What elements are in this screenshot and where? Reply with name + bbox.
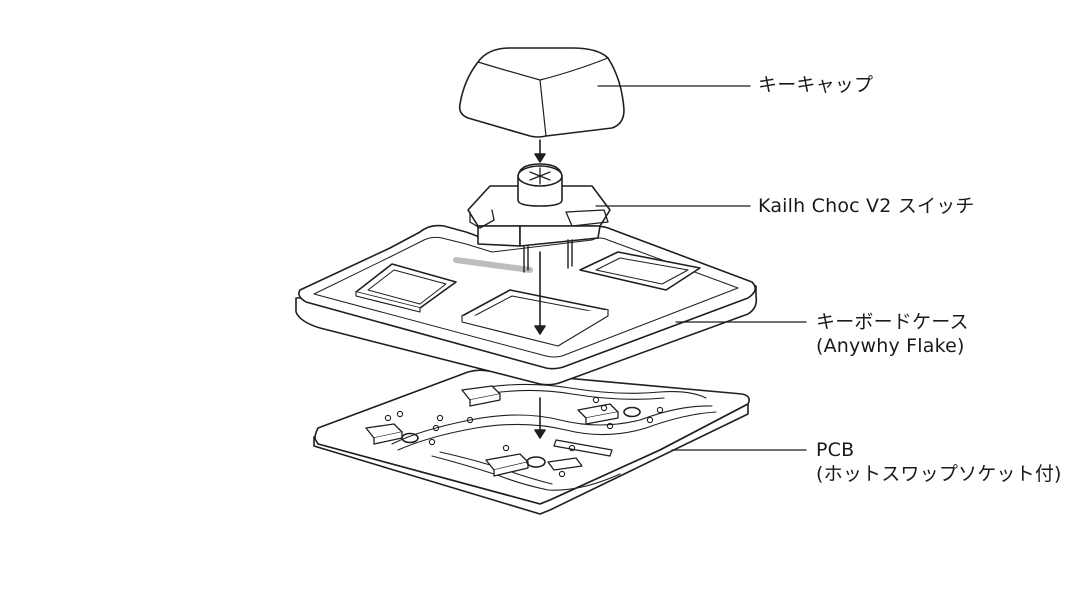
arrowhead bbox=[534, 153, 546, 163]
label-case-line1: キーボードケース bbox=[816, 311, 969, 333]
switch-pin bbox=[567, 239, 573, 269]
pcb-small-holes bbox=[384, 396, 664, 478]
pcb-slot bbox=[553, 439, 613, 457]
kailh-choc-v2-switch bbox=[467, 163, 611, 273]
keyboard-case bbox=[295, 224, 758, 386]
label-switch-text: Kailh Choc V2 スイッチ bbox=[758, 195, 975, 217]
assembly-arrows bbox=[534, 139, 546, 439]
label-switch: Kailh Choc V2 スイッチ bbox=[758, 194, 975, 218]
label-pcb-line1: PCB bbox=[816, 439, 855, 461]
hotswap-socket bbox=[365, 423, 403, 445]
keycap-ridge bbox=[539, 79, 547, 137]
switch-pin bbox=[523, 245, 529, 273]
hotswap-socket bbox=[461, 385, 501, 407]
label-keycap-text: キーキャップ bbox=[758, 74, 874, 96]
switch-stem-cross bbox=[529, 167, 551, 185]
pcb-trace bbox=[469, 383, 707, 399]
case-cutout bbox=[579, 251, 701, 291]
switch-clip bbox=[469, 209, 495, 229]
switch-clip bbox=[565, 209, 609, 227]
switch-housing-front bbox=[477, 225, 521, 247]
label-pcb-line2: (ホットスワップソケット付) bbox=[816, 463, 1062, 485]
pcb-trace bbox=[431, 455, 621, 491]
keycap bbox=[458, 47, 625, 138]
hotswap-socket bbox=[547, 457, 583, 471]
label-keycap: キーキャップ bbox=[758, 73, 873, 97]
arrowhead bbox=[534, 429, 546, 439]
pcb-center-hole bbox=[526, 456, 546, 468]
leader-lines bbox=[595, 85, 807, 451]
pcb-trace bbox=[475, 389, 665, 400]
label-pcb: PCB (ホットスワップソケット付) bbox=[816, 438, 1062, 486]
case-cutout-center bbox=[461, 289, 609, 347]
label-case: キーボードケース (Anywhy Flake) bbox=[816, 310, 969, 358]
case-shading bbox=[453, 257, 533, 273]
label-case-line2: (Anywhy Flake) bbox=[816, 335, 965, 357]
pcb-center-hole bbox=[401, 432, 419, 444]
pcb-trace bbox=[397, 411, 717, 451]
hotswap-socket bbox=[577, 403, 619, 425]
pcb bbox=[313, 369, 750, 515]
arrowhead bbox=[534, 325, 546, 335]
pcb-center-hole bbox=[623, 406, 641, 418]
pcb-board-edge bbox=[313, 403, 749, 515]
pcb-trace bbox=[391, 405, 713, 445]
case-cutout bbox=[355, 263, 457, 313]
